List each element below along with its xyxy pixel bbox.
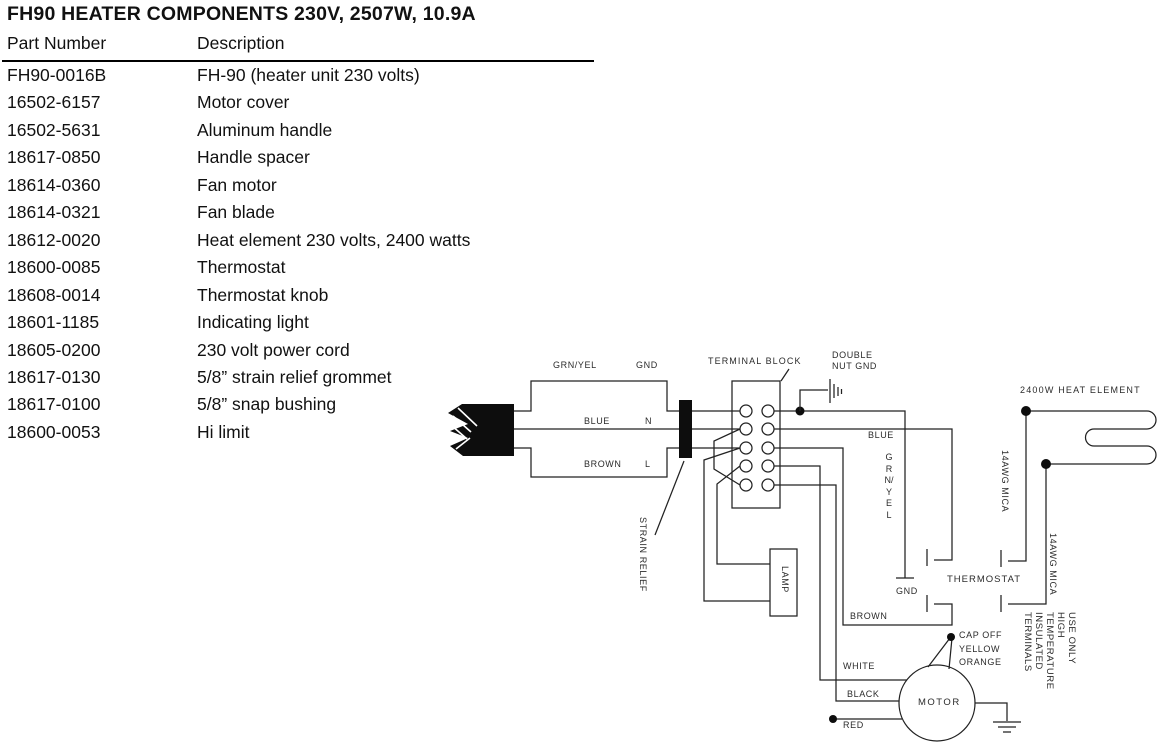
terminal-block bbox=[731, 368, 790, 509]
label-black: BLACK bbox=[847, 689, 880, 699]
description-cell: Heat element 230 volts, 2400 watts bbox=[197, 229, 471, 250]
lamp-box bbox=[769, 548, 798, 617]
table-row: 18605-0200 230 volt power cord bbox=[2, 337, 594, 364]
wire-white-run bbox=[774, 465, 907, 681]
header-rule bbox=[2, 60, 594, 62]
cap-off-leads bbox=[927, 637, 953, 670]
wire-brown-l bbox=[514, 447, 740, 478]
element-terminal-top bbox=[1021, 406, 1031, 416]
description-cell: Handle spacer bbox=[197, 147, 310, 168]
element-terminal-bottom bbox=[1041, 459, 1051, 469]
description-cell: Indicating light bbox=[197, 312, 309, 333]
description-cell: Hi limit bbox=[197, 421, 250, 442]
column-header-part-number: Part Number bbox=[7, 33, 107, 53]
element-lead-bottom bbox=[1000, 464, 1047, 612]
wire-brown-run bbox=[774, 447, 953, 626]
table-row: 18617-0130 5/8” strain relief grommet bbox=[2, 364, 594, 391]
wire-grn-yel-gnd bbox=[514, 380, 740, 412]
label-heat-element: 2400W HEAT ELEMENT bbox=[1020, 385, 1141, 395]
table-row: 18608-0014 Thermostat knob bbox=[2, 282, 594, 309]
label-14awg-mica-1: 14AWG MICA bbox=[1000, 450, 1010, 513]
label-red: RED bbox=[843, 720, 864, 730]
table-header: Part Number Description bbox=[2, 33, 594, 60]
part-number-cell: 18617-0850 bbox=[7, 147, 101, 168]
part-number-cell: FH90-0016B bbox=[7, 65, 107, 85]
label-use-only-note: USE ONLY HIGH TEMPERATURE INSULATED TERM… bbox=[1022, 612, 1077, 690]
label-line: L bbox=[645, 459, 651, 469]
part-number-cell: 16502-6157 bbox=[7, 92, 101, 113]
label-blue-out: BLUE bbox=[868, 430, 894, 440]
table-row: FH90-0016B FH-90 (heater unit 230 volts) bbox=[2, 62, 594, 89]
label-brown-cord: BROWN bbox=[584, 459, 622, 469]
label-motor: MOTOR bbox=[918, 697, 961, 708]
label-blue-cord: BLUE bbox=[584, 416, 610, 426]
part-number-cell: 18614-0321 bbox=[7, 202, 101, 223]
part-number-cell: 16502-5631 bbox=[7, 119, 101, 140]
motor-ground-symbol bbox=[975, 702, 1021, 733]
heat-element-coil bbox=[1026, 410, 1157, 465]
wire-gnd-run bbox=[774, 410, 914, 579]
jumper-n-to-row5 bbox=[713, 428, 741, 486]
element-lead-top bbox=[1000, 411, 1027, 567]
table-row: 18617-0850 Handle spacer bbox=[2, 144, 594, 171]
label-double-nut-gnd: DOUBLE NUT GND bbox=[832, 350, 878, 371]
label-lamp: LAMP bbox=[780, 566, 790, 593]
page-title: FH90 HEATER COMPONENTS 230V, 2507W, 10.9… bbox=[7, 3, 476, 25]
strain-relief-leader bbox=[654, 460, 685, 536]
part-number-cell: 18605-0200 bbox=[7, 339, 101, 360]
part-number-cell: 18617-0130 bbox=[7, 366, 101, 387]
red-cap-dot bbox=[829, 715, 837, 723]
table-row: 18601-1185 Indicating light bbox=[2, 309, 594, 336]
wire-blue-run bbox=[774, 428, 953, 566]
table-row: 18614-0360 Fan motor bbox=[2, 172, 594, 199]
table-row: 16502-6157 Motor cover bbox=[2, 89, 594, 116]
description-cell: Fan motor bbox=[197, 174, 277, 195]
lamp-feed-top bbox=[716, 465, 770, 565]
part-number-cell: 18612-0020 bbox=[7, 229, 101, 250]
label-thermostat: THERMOSTAT bbox=[947, 574, 1022, 585]
table-row: 18600-0085 Thermostat bbox=[2, 254, 594, 281]
part-number-cell: 18601-1185 bbox=[7, 312, 100, 333]
label-brown-out: BROWN bbox=[850, 611, 888, 621]
cap-off-dot bbox=[947, 633, 955, 641]
label-cap-off: CAP OFF YELLOW ORANGE bbox=[959, 630, 1003, 667]
table-row: 18600-0053 Hi limit bbox=[2, 419, 594, 446]
part-number-cell: 18617-0100 bbox=[7, 394, 101, 415]
description-cell: Aluminum handle bbox=[197, 119, 333, 140]
column-header-description: Description bbox=[197, 33, 285, 53]
part-number-cell: 18614-0360 bbox=[7, 174, 101, 195]
description-cell: Motor cover bbox=[197, 92, 290, 113]
table-row: 16502-5631 Aluminum handle bbox=[2, 117, 594, 144]
description-cell: Thermostat knob bbox=[197, 284, 329, 305]
part-number-cell: 18600-0085 bbox=[7, 257, 101, 278]
part-number-cell: 18600-0053 bbox=[7, 421, 101, 442]
description-cell: 230 volt power cord bbox=[197, 339, 350, 360]
parts-table: FH90 HEATER COMPONENTS 230V, 2507W, 10.9… bbox=[2, 3, 594, 446]
double-nut-gnd-symbol bbox=[799, 379, 843, 411]
lamp-feed-bottom bbox=[703, 447, 770, 602]
strain-relief-bar bbox=[679, 400, 692, 458]
label-terminal-block: TERMINAL BLOCK bbox=[708, 356, 802, 366]
label-gnd-cord: GND bbox=[636, 360, 658, 370]
description-cell: 5/8” strain relief grommet bbox=[197, 366, 392, 387]
label-neutral: N bbox=[645, 416, 653, 426]
description-cell: Fan blade bbox=[197, 202, 275, 223]
label-14awg-mica-2: 14AWG MICA bbox=[1048, 533, 1058, 596]
table-row: 18614-0321 Fan blade bbox=[2, 199, 594, 226]
label-grn-yel-vertical: GRN/YEL bbox=[884, 452, 894, 520]
description-cell: Thermostat bbox=[197, 257, 286, 278]
part-number-cell: 18608-0014 bbox=[7, 284, 101, 305]
wire-black-run bbox=[774, 484, 899, 702]
plug-hatch-lines bbox=[450, 407, 478, 450]
label-strain-relief: STRAIN RELIEF bbox=[638, 517, 648, 592]
label-grn-yel: GRN/YEL bbox=[553, 360, 597, 370]
table-body: FH90-0016B FH-90 (heater unit 230 volts) 1… bbox=[2, 62, 594, 446]
table-row: 18612-0020 Heat element 230 volts, 2400 w… bbox=[2, 227, 594, 254]
description-cell: FH-90 (heater unit 230 volts) bbox=[197, 65, 420, 85]
label-gnd-out: GND bbox=[896, 586, 918, 596]
label-white: WHITE bbox=[843, 661, 875, 671]
table-row: 18617-0100 5/8” snap bushing bbox=[2, 391, 594, 418]
description-cell: 5/8” snap bushing bbox=[197, 394, 337, 415]
